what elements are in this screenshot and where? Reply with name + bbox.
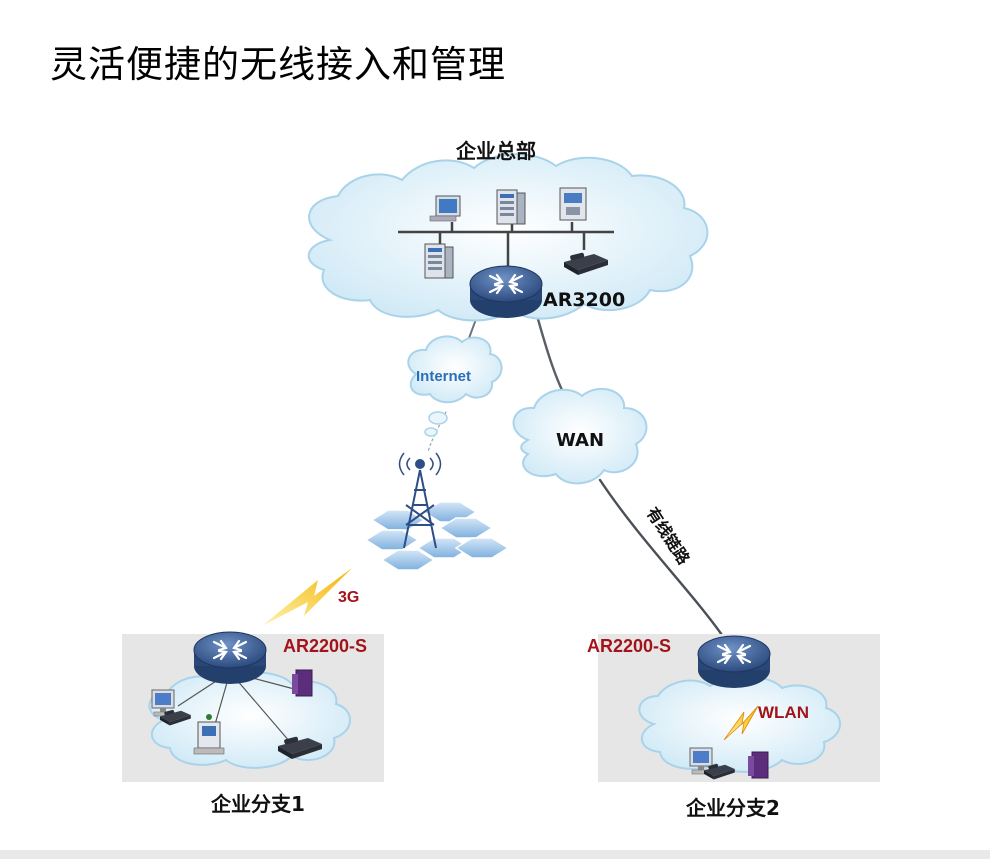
hex-cells: [364, 501, 510, 571]
hq-pc-icon: [429, 195, 461, 222]
3g-label: 3G: [338, 589, 359, 606]
hq-bus: [398, 222, 614, 276]
branch1-label: 企业分支1: [210, 792, 305, 816]
page-title: 灵活便捷的无线接入和管理: [50, 43, 506, 86]
internet-label: Internet: [416, 368, 471, 385]
lightning-bolt-wlan-icon: [723, 705, 759, 741]
bottom-bar: [0, 850, 990, 859]
branch1-terminal-icon: [193, 714, 225, 755]
branch1-router-icon: [192, 630, 268, 686]
internet-cloud: [407, 335, 503, 437]
branch1-router-label: AR2200-S: [283, 636, 367, 656]
wan-label: WAN: [556, 430, 604, 451]
hq-router-label: AR3200: [543, 289, 625, 311]
branch2-router-label: AR2200-S: [587, 636, 671, 656]
branch2-router-icon: [696, 634, 772, 690]
cell-tower-icon: [398, 452, 442, 549]
hq-phone-device-icon: [559, 187, 587, 221]
hq-router-icon: [468, 264, 544, 320]
lightning-bolt-3g-icon: [262, 568, 352, 626]
branch1-printer-icon: [292, 669, 313, 697]
branch2-printer-icon: [748, 751, 769, 779]
wired-link-label: 有线链路: [643, 504, 694, 569]
branch2-label: 企业分支2: [685, 796, 780, 820]
hq-server2-icon: [424, 243, 454, 279]
hq-server-icon: [496, 189, 526, 225]
headquarters-label: 企业总部: [455, 139, 536, 163]
wlan-label: WLAN: [758, 703, 809, 722]
wan-cloud: [512, 387, 648, 485]
